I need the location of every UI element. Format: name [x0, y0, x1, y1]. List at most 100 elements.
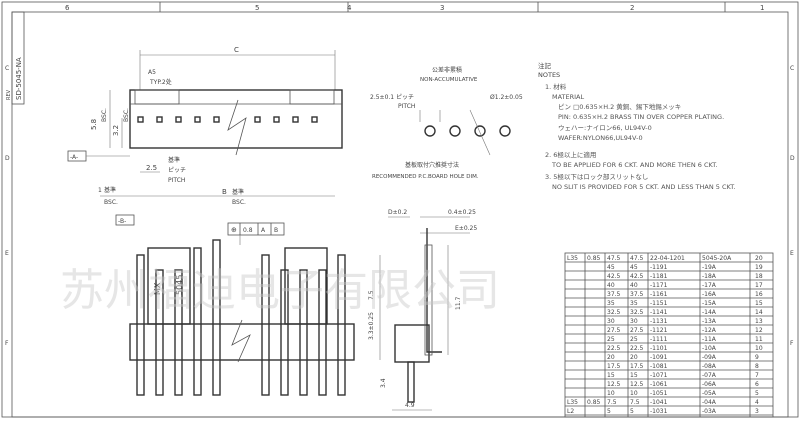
table-cell: 12.5	[607, 381, 621, 388]
table-cell: 10	[607, 390, 615, 397]
table-cell: 27.5	[607, 327, 621, 334]
table-cell: 14	[755, 309, 763, 316]
zone-number: 6	[65, 4, 70, 12]
dim-b: B	[222, 188, 227, 196]
bsc-1: BSC.	[101, 108, 108, 122]
table-cell: 32.5	[607, 309, 621, 316]
notes-block: 注記 NOTES 1. 材料 MATERIAL ピン □0.635×H.2 黄銅…	[538, 61, 736, 191]
top-pins	[137, 116, 318, 123]
tolerance-value: 0.8	[243, 227, 253, 234]
hole-diameter: Ø1.2±0.05	[490, 94, 523, 101]
rev-label: REV	[6, 89, 12, 100]
zone-number: 1	[760, 4, 764, 12]
tolerance-datum-b: B	[274, 227, 278, 234]
table-cell: -1051	[650, 390, 668, 397]
side-body	[394, 324, 430, 363]
table-cell: -1031	[650, 408, 668, 415]
table-cell: -1161	[650, 291, 668, 298]
zone-number: 3	[440, 4, 444, 12]
table-cell: 5045-20A	[702, 255, 732, 262]
table-cell: -1131	[650, 318, 668, 325]
zone-letter: F	[5, 340, 9, 347]
dim-c: C	[234, 46, 239, 54]
table-cell: -1041	[650, 399, 668, 406]
note-line: MATERIAL	[552, 93, 585, 101]
table-cell: -15A	[702, 300, 717, 307]
part-mark-number: 5045	[175, 275, 184, 295]
table-cell: 20	[607, 354, 615, 361]
hole-title-jp: 公差非累積	[432, 66, 462, 74]
note-line: WAFER:NYLON66,UL94V-0	[558, 134, 643, 142]
pitch-2-5: 2.5	[146, 164, 157, 172]
dim-7-5: 7.5	[368, 290, 375, 300]
table-cell: 9	[755, 354, 759, 361]
front-view: ⊕ 0.8 A B MX 5045	[129, 222, 355, 396]
table-cell: -1171	[650, 282, 668, 289]
zone-letter: C	[5, 65, 9, 72]
note-line: ピン □0.635×H.2 黄銅、錫下地錫メッキ	[558, 102, 681, 111]
table-cell: -1091	[650, 354, 668, 361]
table-cell: 45	[607, 264, 615, 271]
dim-e: E±0.25	[455, 225, 477, 232]
table-cell: -1101	[650, 345, 668, 352]
table-cell: 30	[607, 318, 615, 325]
table-cell: -17A	[702, 282, 717, 289]
table-cell: 42.5	[607, 273, 621, 280]
watermark: 苏州福迪电子有限公司	[60, 265, 500, 316]
position-symbol: ⊕	[231, 226, 237, 234]
table-cell: 30	[630, 318, 638, 325]
break-symbol	[231, 319, 251, 363]
table-cell: L35	[567, 255, 578, 262]
table-cell: 15	[755, 300, 763, 307]
table-cell: 19	[755, 264, 763, 271]
table-cell: 10	[755, 345, 763, 352]
tolerance-datum-a: A	[261, 227, 266, 234]
break-symbol	[227, 99, 247, 156]
dim-3-4: 3.4	[380, 378, 387, 388]
note-line: ウェハー:ナイロン66, UL94V-0	[558, 124, 652, 132]
table-cell: 22.5	[630, 345, 644, 352]
note-line: TO BE APPLIED FOR 6 CKT. AND MORE THEN 6…	[551, 161, 718, 169]
table-cell: 15	[607, 372, 615, 379]
zone-letter: E	[5, 250, 9, 257]
side-pin-tail	[407, 361, 415, 403]
hole-view: 公差非累積 NON-ACCUMULATIVE 2.5±0.1 ピッチ PITCH…	[370, 66, 523, 180]
table-cell: 37.5	[607, 291, 621, 298]
top-view: C A5 TYP.2处 5.8 3.2 BSC. BSC.	[67, 46, 343, 226]
table-cell: 10	[630, 390, 638, 397]
table-cell: 0.85	[587, 255, 601, 262]
a5-note: A5	[148, 69, 156, 76]
dim-5-8: 5.8	[90, 119, 98, 130]
dim-1-bsc: BSC.	[104, 199, 118, 206]
table-cell: 35	[630, 300, 638, 307]
title-block: SD-5045-NA REV	[6, 11, 25, 105]
front-body	[129, 323, 355, 361]
inner-frame	[11, 11, 789, 418]
zone-letter: C	[790, 65, 794, 72]
table-cell: 18	[755, 273, 763, 280]
table-cell: 32.5	[630, 309, 644, 316]
table-cell: -19A	[702, 264, 717, 271]
dim-11-7: 11.7	[455, 296, 462, 310]
table-cell: 12.5	[630, 381, 644, 388]
table-cell: 47.5	[607, 255, 621, 262]
table-cell: -10A	[702, 345, 717, 352]
table-cell: 7.5	[630, 399, 640, 406]
table-cell: 20	[630, 354, 638, 361]
table-cell: 12	[755, 327, 763, 334]
table-cell: 20	[755, 255, 763, 262]
table-cell: -1151	[650, 300, 668, 307]
table-cell: 5	[755, 390, 759, 397]
hole-pitch-en: PITCH	[398, 103, 415, 110]
table-cell: -1181	[650, 273, 668, 280]
table-cell: L2	[567, 408, 574, 415]
table-cell: -04A	[702, 399, 717, 406]
dim-1-basis: 基準	[104, 186, 116, 194]
table-cell: -11A	[702, 336, 717, 343]
table-cell: 40	[630, 282, 638, 289]
table-cell: 35	[607, 300, 615, 307]
table-cell: 17	[755, 282, 763, 289]
datum-a: -A-	[70, 154, 78, 161]
bsc-2: BSC.	[123, 108, 130, 122]
